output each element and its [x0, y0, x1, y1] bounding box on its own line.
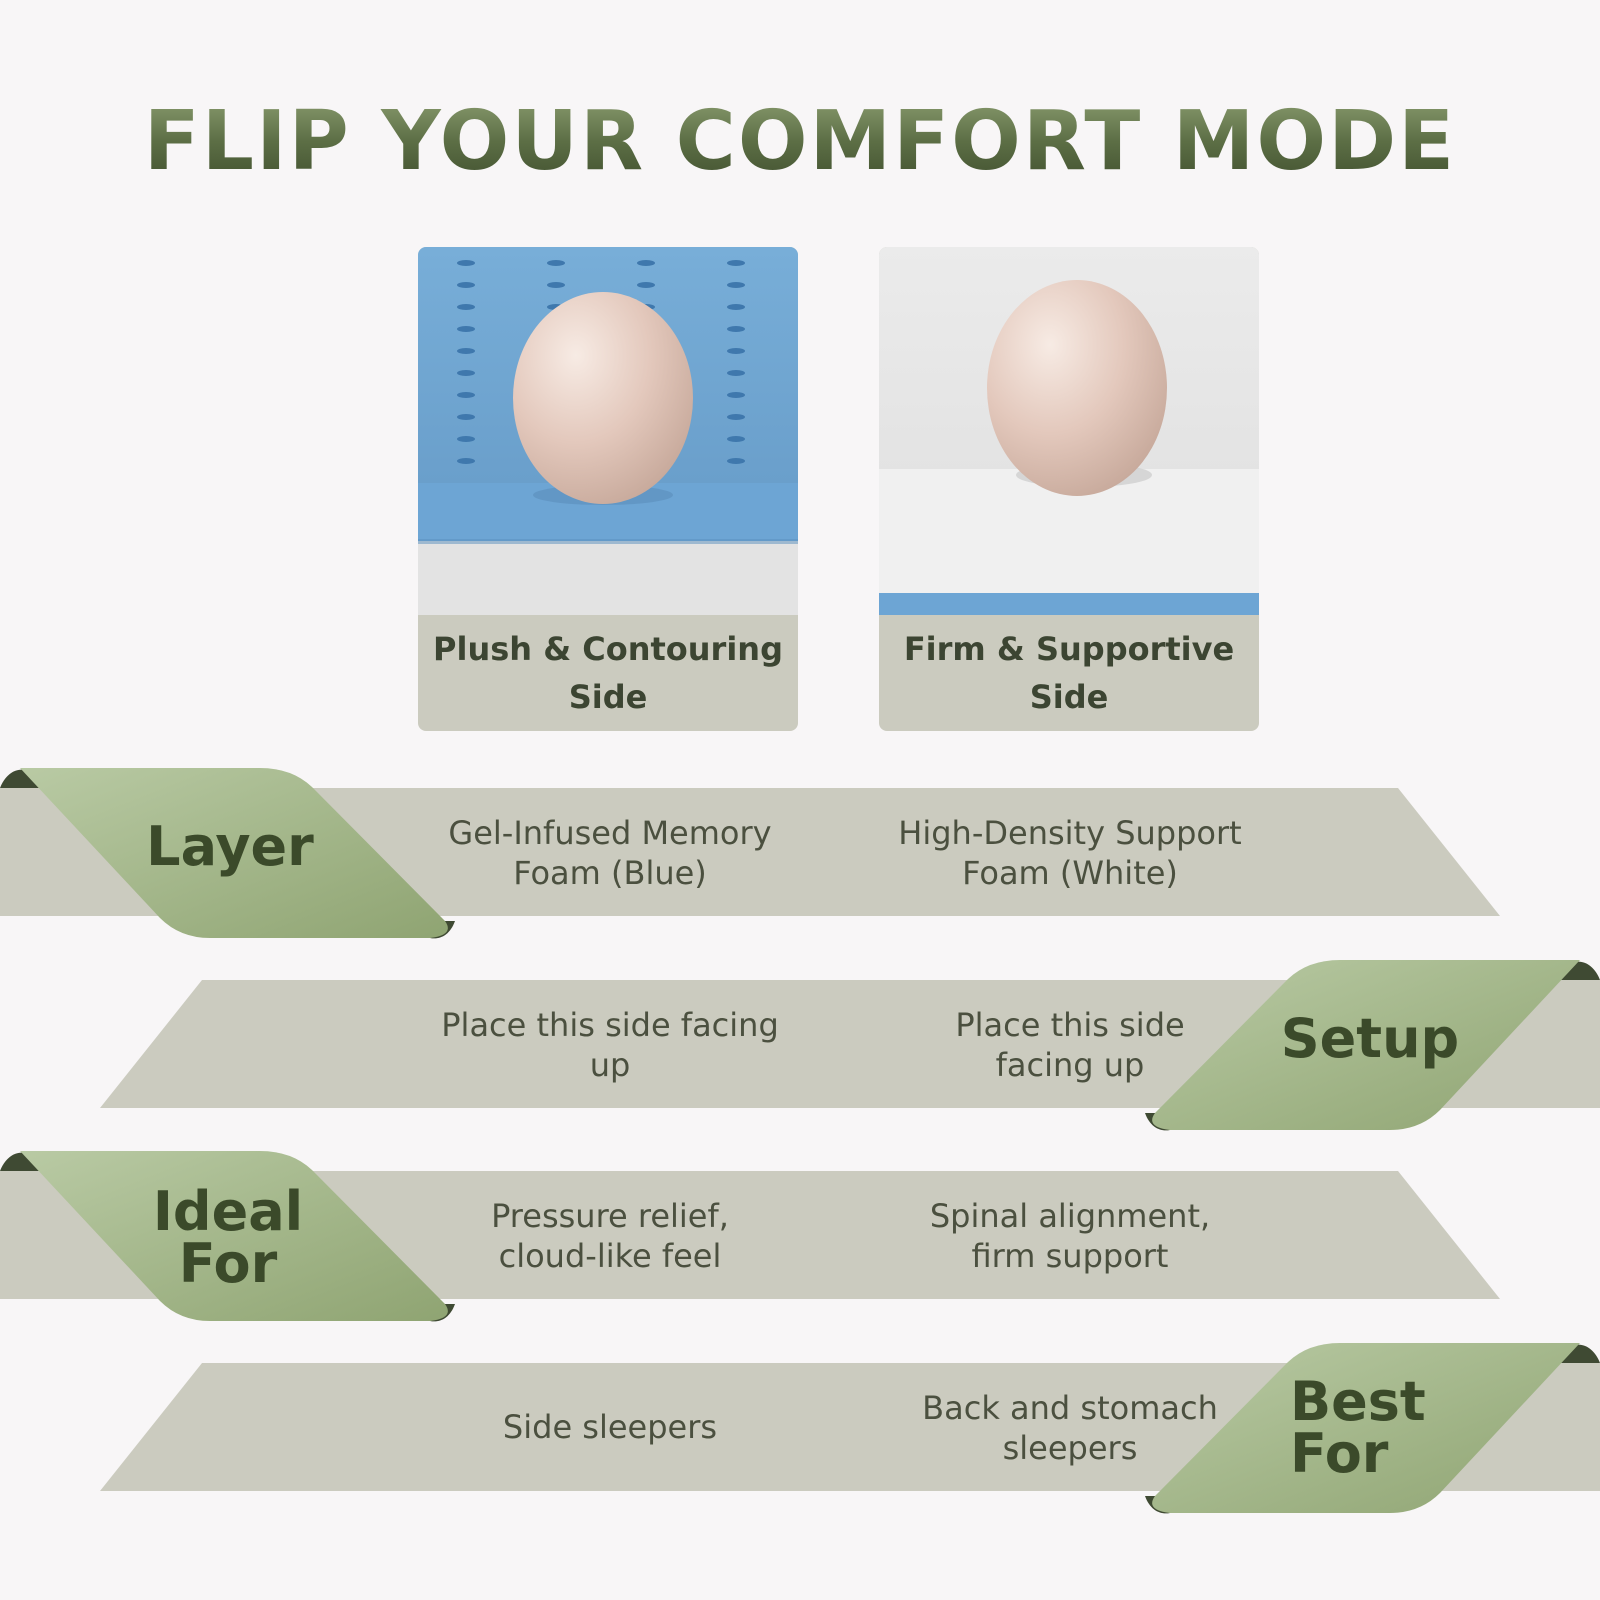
foam-hole	[727, 260, 745, 266]
firm-side-card: Firm & Supportive Side	[879, 247, 1259, 731]
foam-hole	[727, 304, 745, 310]
foam-hole	[457, 304, 475, 310]
foam-hole	[727, 326, 745, 332]
comparison-row-ideal-for: Ideal For Pressure relief, cloud-like fe…	[0, 1148, 1600, 1328]
foam-hole	[457, 326, 475, 332]
row-label-layer: Layer	[146, 815, 314, 878]
foam-hole	[727, 348, 745, 354]
row-ideal-for-firm: Spinal alignment, firm support	[929, 1197, 1211, 1275]
row-label-ideal-for: Ideal For	[152, 1180, 304, 1295]
plush-side-caption: Plush & Contouring Side	[433, 630, 783, 716]
plush-side-image	[418, 247, 798, 615]
foam-hole	[457, 260, 475, 266]
foam-hole	[727, 414, 745, 420]
row-setup-plush: Place this side facing up	[441, 1006, 779, 1084]
row-setup-firm: Place this side facing up	[955, 1006, 1185, 1084]
foam-hole	[637, 260, 655, 266]
row-ideal-for-plush: Pressure relief, cloud-like feel	[491, 1197, 729, 1275]
firm-side-caption: Firm & Supportive Side	[903, 630, 1235, 716]
foam-hole	[727, 392, 745, 398]
foam-hole	[727, 436, 745, 442]
foam-hole	[457, 392, 475, 398]
plush-side-card: Plush & Contouring Side	[418, 247, 798, 731]
foam-hole	[727, 370, 745, 376]
row-layer-firm: High-Density Support Foam (White)	[898, 814, 1242, 892]
page-title: FLIP YOUR COMFORT MODE	[0, 92, 1600, 192]
foam-hole	[727, 282, 745, 288]
comparison-row-setup: Setup Place this side facing up Place th…	[0, 957, 1600, 1137]
foam-hole	[457, 436, 475, 442]
foam-hole	[457, 414, 475, 420]
foam-hole	[547, 282, 565, 288]
row-label-setup: Setup	[1280, 1007, 1460, 1070]
firm-side-image	[879, 247, 1259, 615]
comparison-row-best-for: Best For Side sleepers Back and stomach …	[0, 1340, 1600, 1520]
row-layer-plush: Gel-Infused Memory Foam (Blue)	[448, 814, 772, 892]
foam-hole	[547, 260, 565, 266]
foam-hole	[457, 348, 475, 354]
foam-hole	[637, 282, 655, 288]
foam-hole	[457, 282, 475, 288]
row-best-for-plush: Side sleepers	[502, 1408, 718, 1446]
foam-hole	[727, 458, 745, 464]
row-label-best-for: Best For	[1290, 1370, 1426, 1485]
foam-hole	[457, 370, 475, 376]
foam-hole	[457, 458, 475, 464]
row-best-for-firm: Back and stomach sleepers	[922, 1389, 1218, 1467]
comparison-row-layer: Layer Gel-Infused Memory Foam (Blue) Hig…	[0, 765, 1600, 945]
